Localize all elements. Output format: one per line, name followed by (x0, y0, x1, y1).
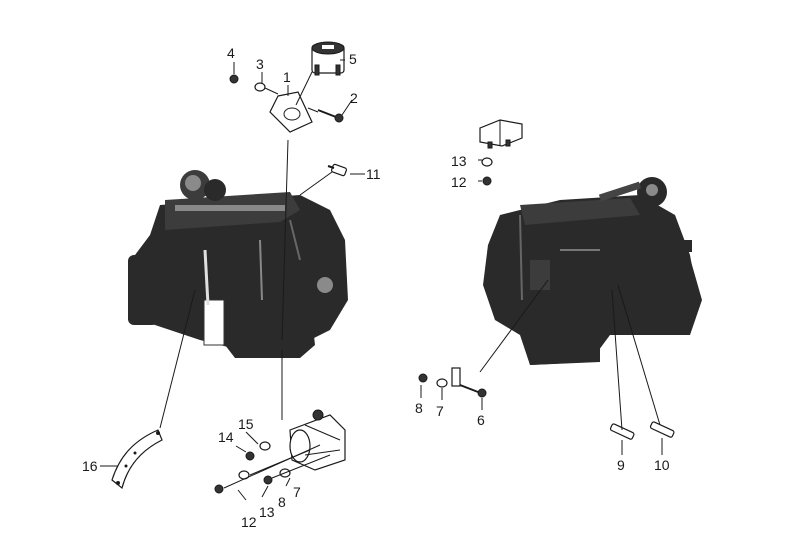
part-14-nut (245, 451, 255, 461)
callout-8: 8 (415, 400, 423, 416)
callout-9: 9 (617, 457, 625, 473)
part-12a-nut (482, 176, 492, 186)
callout-7: 7 (436, 403, 444, 419)
part-3-washer (254, 82, 266, 92)
callout-12b: 12 (241, 514, 257, 530)
engine-left (128, 170, 348, 358)
part-12b-nut (214, 484, 224, 494)
part-10-sensor (649, 421, 675, 438)
callout-7b: 7 (293, 484, 301, 500)
callout-6: 6 (477, 412, 485, 428)
part-1-bracket (269, 91, 313, 133)
part-7a-washer (436, 378, 448, 388)
part-starter-motor (289, 409, 346, 471)
part-5-relay (311, 41, 345, 76)
callout-4: 4 (227, 45, 235, 61)
part-8a-nut (418, 373, 428, 383)
part-16-strap (111, 429, 163, 490)
callout-1: 1 (283, 69, 291, 85)
part-15-washer (259, 441, 271, 451)
part-11-sensor (327, 163, 347, 177)
callout-13b: 13 (259, 504, 275, 520)
callout-15: 15 (238, 416, 254, 432)
callout-labels: 4 3 1 5 2 11 13 12 8 7 6 9 10 15 14 16 1… (82, 45, 670, 530)
callout-16: 16 (82, 458, 98, 474)
part-13a-washer (481, 157, 493, 167)
callout-3: 3 (256, 56, 264, 72)
callout-12: 12 (451, 174, 467, 190)
part-box-module (479, 119, 523, 149)
callout-14: 14 (218, 429, 234, 445)
part-4-nut (229, 74, 239, 84)
part-8b-nut (263, 475, 273, 485)
leader-lines (100, 59, 663, 501)
engine-right (483, 177, 702, 365)
callout-11: 11 (366, 166, 381, 182)
part-9-sensor (609, 423, 635, 440)
callout-10: 10 (654, 457, 670, 473)
callout-8b: 8 (278, 494, 286, 510)
part-6-bracket (451, 367, 487, 398)
callout-13: 13 (451, 153, 467, 169)
part-2-bolt (317, 109, 344, 123)
callout-2: 2 (350, 90, 358, 106)
callout-5: 5 (349, 51, 357, 67)
